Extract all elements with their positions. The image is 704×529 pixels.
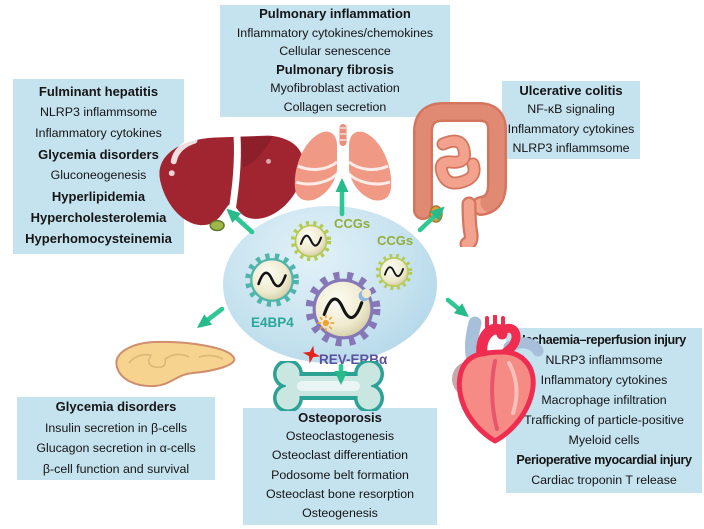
gallbladder-icon	[209, 219, 225, 232]
box-heading: Hyperlipidemia	[51, 189, 146, 204]
box-heading: Ischaemia–reperfusion injury	[522, 333, 686, 347]
moon-icon	[358, 288, 372, 302]
sine-wave-icon	[322, 297, 364, 319]
lungs-icon	[294, 124, 392, 201]
ccgs-label: CCGs	[377, 233, 414, 248]
box-line: Osteogenesis	[302, 506, 378, 521]
intestine-icon	[413, 102, 507, 247]
bone-icon	[273, 361, 384, 411]
box-line: Inflammatory cytokines	[540, 373, 668, 387]
e4bp4-label: E4BP4	[251, 315, 294, 330]
box-line: Myeloid cells	[568, 433, 640, 447]
arrow-to-pancreas	[197, 306, 225, 329]
box-line: NLRP3 inflammsome	[39, 105, 158, 119]
box-line: Collagen secretion	[283, 99, 387, 114]
sine-wave-icon	[383, 266, 405, 278]
box-line: Osteoclastogenesis	[285, 429, 395, 444]
box-line: NF-κB signaling	[527, 102, 615, 117]
box-line: Osteoclast differentiation	[271, 448, 409, 463]
box-line: Glucagon secretion in α-cells	[36, 441, 196, 455]
box-heading: Ulcerative colitis	[519, 83, 623, 98]
fulminant-hepatitis-box: Fulminant hepatitis NLRP3 inflammsome In…	[13, 79, 184, 254]
box-line: Insulin secretion in β-cells	[44, 420, 188, 435]
box-line: Inflammatory cytokines	[35, 126, 162, 140]
pulmonary-inflammation-box: Pulmonary inflammation Inflammatory cyto…	[220, 5, 450, 117]
box-heading: Perioperative myocardial injury	[516, 453, 692, 467]
box-heading: Hyperhomocysteinemia	[25, 231, 172, 246]
box-line: Osteoclast bone resorption	[265, 486, 415, 501]
ulcerative-colitis-box: Ulcerative colitis NF-κB signaling Infla…	[502, 81, 640, 159]
red-star-icon	[302, 345, 321, 364]
box-line: Gluconeogenesis	[50, 168, 147, 182]
liver-icon	[159, 130, 304, 232]
glycemia-disorders-box: Glycemia disorders Insulin secretion in …	[17, 397, 215, 480]
box-line: Podosome belt formation	[271, 467, 409, 482]
box-line: NLRP3 inflammsome	[512, 140, 630, 155]
box-heading: Glycemia disorders	[38, 147, 159, 162]
box-line: NLRP3 inflammsome	[545, 353, 663, 367]
sine-wave-icon	[299, 234, 323, 247]
ccgs-label: CCGs	[334, 216, 371, 231]
box-heading: Pulmonary inflammation	[259, 6, 411, 21]
ccgs-gear-icon	[375, 253, 413, 291]
ccgs-gear-icon	[290, 220, 332, 262]
arrow-to-heart	[445, 297, 469, 318]
box-heading: Pulmonary fibrosis	[276, 61, 394, 77]
box-heading: Glycemia disorders	[55, 399, 177, 414]
box-heading: Hypercholesterolemia	[30, 210, 167, 225]
rev-erb-gear-icon	[305, 271, 381, 347]
box-line: Trafficking of particle-positive	[524, 413, 684, 427]
box-line: Cardiac troponin T release	[531, 473, 677, 487]
box-heading: Osteoporosis	[298, 410, 382, 425]
box-line: Macrophage infiltration	[541, 393, 667, 407]
box-heading: Fulminant hepatitis	[38, 84, 159, 99]
box-line: Inflammatory cytokines	[507, 121, 635, 136]
box-line: Cellular senescence	[279, 44, 391, 59]
e4bp4-gear-icon	[245, 253, 299, 307]
box-line: Myofibroblast activation	[270, 81, 400, 96]
pancreas-icon	[115, 340, 236, 388]
box-line: Inflammatory cytokines/chemokines	[236, 25, 434, 40]
sun-icon	[317, 314, 335, 332]
osteoporosis-box: Osteoporosis Osteoclastogenesis Osteocla…	[243, 408, 437, 525]
cecum-icon	[429, 205, 443, 223]
box-line: β-cell function and survival	[42, 461, 190, 476]
heart-icon	[452, 315, 544, 444]
sine-wave-icon	[257, 271, 287, 288]
